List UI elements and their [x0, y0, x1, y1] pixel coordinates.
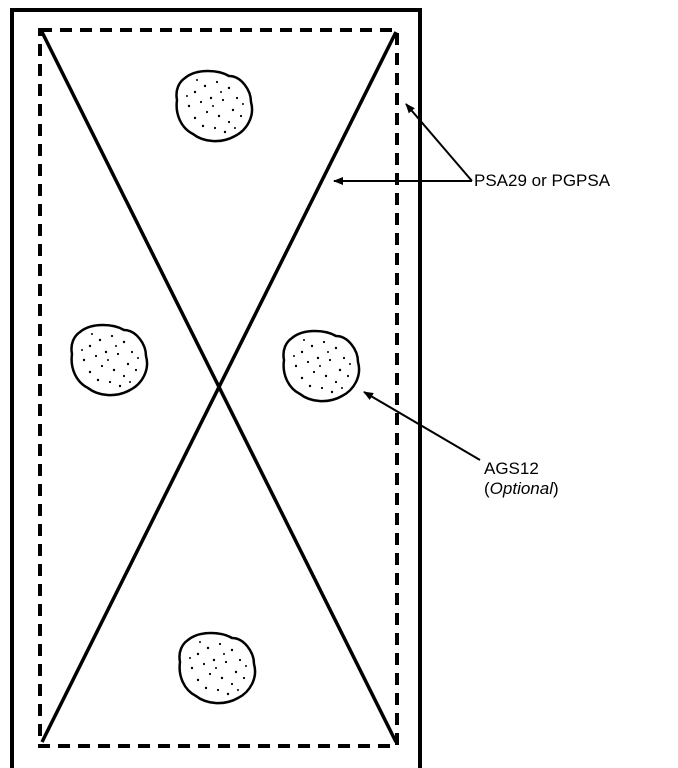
aggregate-blob-bottom	[178, 631, 257, 705]
callout-psa29-or-pgpsa: PSA29 or PGPSA	[474, 171, 611, 190]
outer-frame	[10, 8, 422, 768]
aggregate-blob-right	[282, 329, 361, 403]
diagonal-line-2	[40, 31, 398, 743]
leader-line-to-aggregate	[363, 391, 481, 461]
note-close-paren: )	[553, 479, 559, 498]
callout-ags12: AGS12 (Optional)	[484, 459, 559, 499]
aggregate-blob-left	[70, 323, 149, 397]
callout-ags12-note: (Optional)	[484, 479, 559, 499]
leader-line-to-dashed	[405, 103, 473, 182]
aggregate-blob-top	[175, 69, 254, 143]
dashed-boundary	[38, 28, 399, 748]
callout-ags12-name: AGS12	[484, 459, 539, 478]
note-optional-text: Optional	[489, 479, 553, 498]
note-open-paren: (	[484, 479, 490, 498]
